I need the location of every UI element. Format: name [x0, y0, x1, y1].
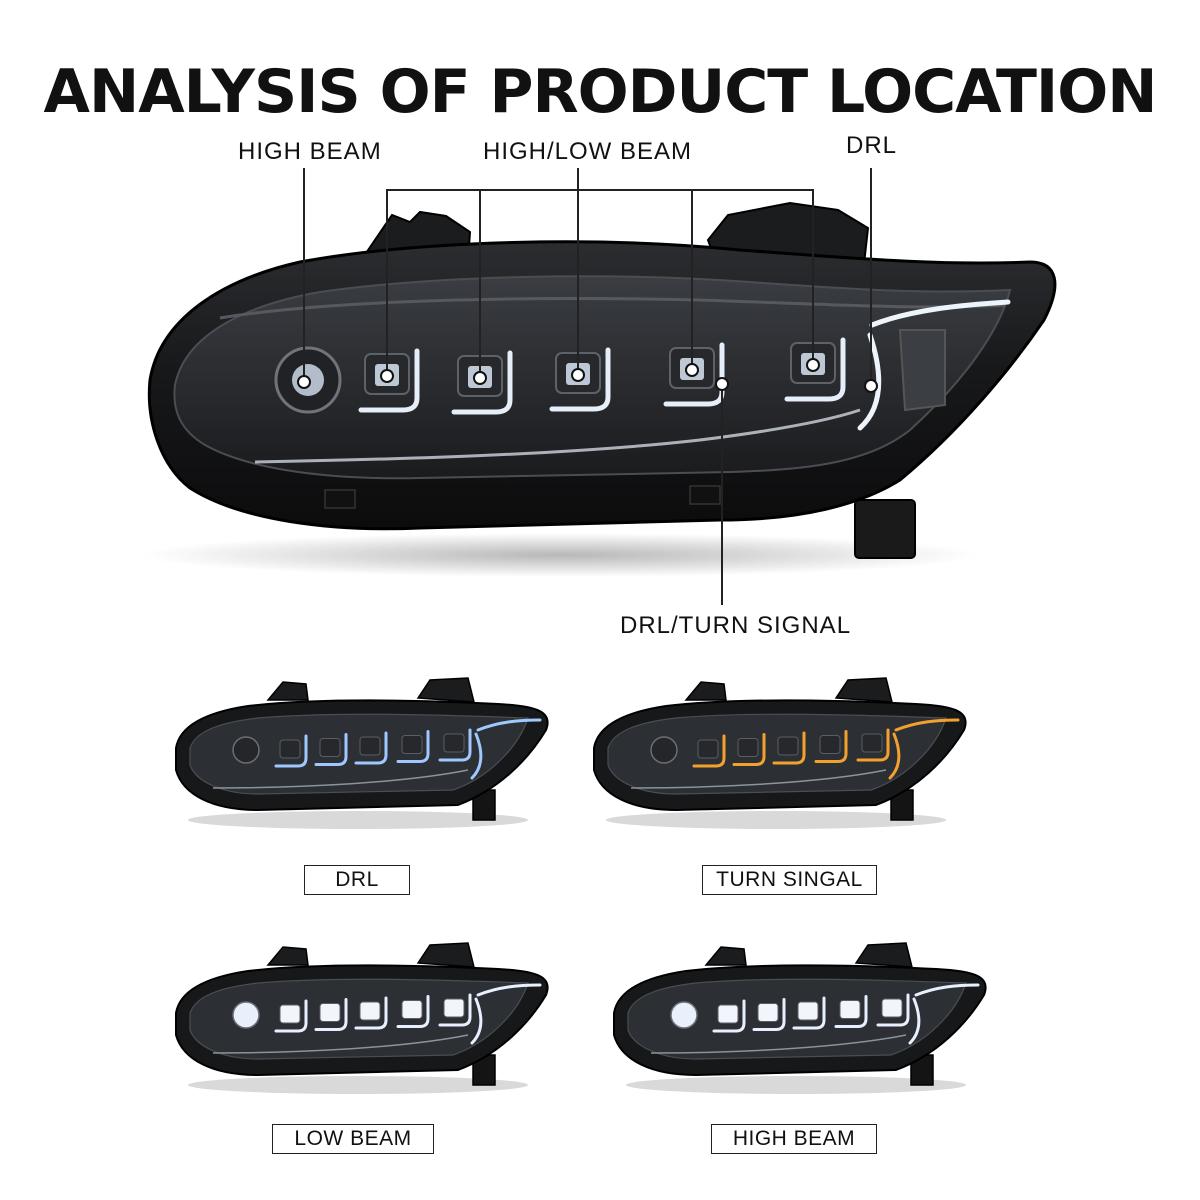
mode-label-low-beam: LOW BEAM: [272, 1124, 434, 1154]
hero-drl-sweep: [857, 299, 1011, 431]
callout-drl-turn-signal: DRL/TURN SIGNAL: [620, 612, 852, 639]
thumb-turn-signal: [593, 677, 967, 829]
hero-lower-drl: [254, 408, 861, 464]
callout-high-beam: HIGH BEAM: [238, 138, 382, 165]
callout-markers: [297, 358, 878, 393]
hero-bracket-bottom: [854, 499, 916, 559]
callout-high-low-beam: HIGH/LOW BEAM: [483, 138, 693, 165]
marker-high-low-5: [806, 358, 820, 372]
marker-high-low-3: [571, 368, 585, 382]
mode-label-turn-signal: TURN SINGAL: [702, 865, 877, 895]
thumb-high-beam: [613, 942, 987, 1094]
marker-drl-turn: [715, 377, 729, 391]
marker-high-beam: [297, 375, 311, 389]
mode-label-drl: DRL: [304, 865, 410, 895]
hero-chrome-trim: [219, 297, 1006, 320]
marker-high-low-1: [380, 369, 394, 383]
page-title: ANALYSIS OF PRODUCT LOCATION: [43, 57, 1158, 127]
hero-floor-shadow: [140, 533, 980, 577]
callout-leader-lines: [303, 168, 872, 605]
marker-high-low-4: [685, 363, 699, 377]
thumb-drl: [175, 677, 549, 829]
thumb-low-beam: [175, 942, 549, 1094]
marker-high-low-2: [473, 371, 487, 385]
marker-drl: [864, 379, 878, 393]
callout-drl: DRL: [846, 132, 898, 159]
headlight-hero-diagram: [140, 168, 1057, 605]
mode-label-high-beam: HIGH BEAM: [711, 1124, 877, 1154]
